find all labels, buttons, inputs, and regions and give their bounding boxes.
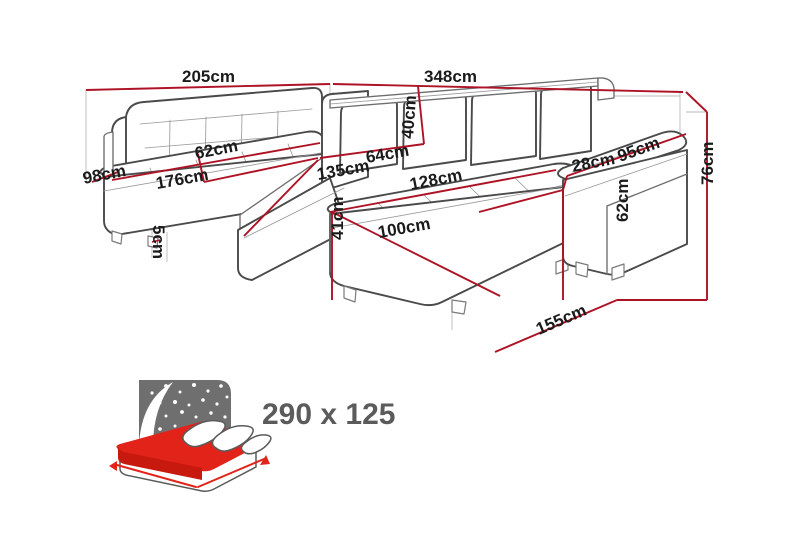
dim-line-205: [85, 83, 331, 91]
moon-icon: [139, 382, 173, 446]
dim-line-95: [566, 133, 687, 177]
bed-width-arrow: [197, 458, 265, 488]
backrest-cushion: [539, 79, 592, 160]
bed-arrow-head: [109, 461, 117, 471]
sectional-sofa-illustration: [99, 77, 688, 315]
sleeping-area-size-label: 290 x 125: [262, 398, 395, 431]
left-armrest: [103, 131, 114, 178]
bed-length-arrow: [116, 464, 197, 488]
dim-line-155: [494, 299, 618, 353]
dim-line-100: [331, 211, 501, 297]
bed-arrow-head: [260, 455, 270, 465]
sofa-leg: [575, 261, 589, 278]
label-62-arm: 62cm: [613, 179, 632, 222]
pillow: [211, 424, 254, 452]
dim-line-5: [151, 239, 161, 243]
main-chaise-seat: [326, 162, 591, 315]
dim-line-28-a: [562, 175, 568, 191]
backrest-cushion: [470, 84, 537, 166]
sofa-leg: [611, 263, 625, 281]
sleeping-area-icon-group: 290 x 125: [109, 380, 395, 492]
label-5: 5cm: [149, 225, 168, 259]
dim-line-28-b: [478, 189, 564, 213]
label-348: 348cm: [424, 67, 477, 86]
dim-line-40: [417, 85, 425, 145]
dim-line-135: [243, 159, 319, 237]
sofa-back-rail: [329, 77, 615, 109]
dim-line-176: [111, 142, 321, 181]
dim-line-62-backrest: [197, 153, 205, 183]
right-armrest: [557, 130, 688, 281]
label-205: 205cm: [182, 67, 235, 86]
sofa-leg: [343, 285, 357, 303]
label-41: 41cm: [328, 197, 347, 240]
dim-line-62-backrest-b: [203, 157, 319, 183]
dim-line-98: [91, 171, 119, 183]
left-chaise-section: [99, 86, 337, 249]
mattress-side: [118, 446, 202, 480]
label-76: 76cm: [698, 142, 717, 185]
sofa-leg: [451, 299, 467, 315]
dim-line-128: [329, 169, 557, 213]
dim-line-348: [332, 83, 684, 93]
duvet-fold: [240, 434, 272, 455]
dimension-lines: [85, 83, 708, 353]
dim-line-64: [319, 143, 425, 159]
dim-line-76-top: [685, 91, 708, 113]
pillow: [182, 419, 226, 448]
label-155: 155cm: [533, 301, 589, 339]
label-40: 40cm: [398, 95, 420, 140]
sofa-leg: [111, 230, 123, 245]
